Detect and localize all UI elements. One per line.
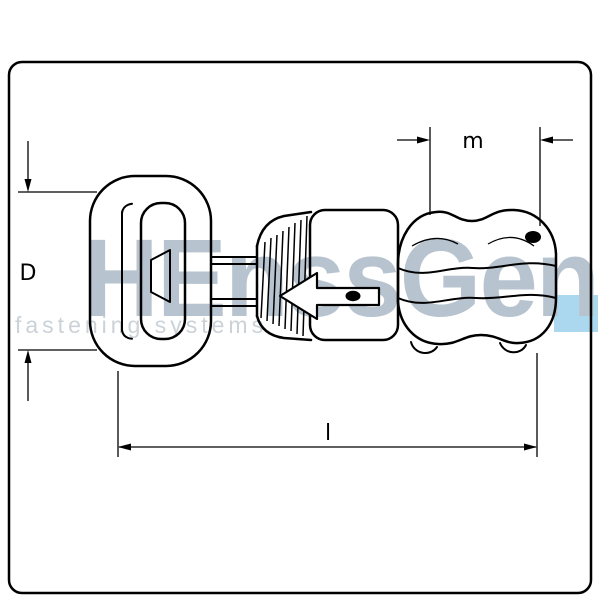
eye-outer-outline (88, 174, 213, 368)
left-arrow-outline (278, 271, 381, 321)
dim-label-D: D (20, 261, 37, 286)
knurled-collar (255, 210, 313, 342)
eye-inner-opening (139, 201, 187, 341)
connector-shaft (210, 256, 258, 307)
eye-cross-section (150, 249, 171, 303)
dim-label-l: l (325, 421, 331, 446)
dim-label-m: m (462, 129, 483, 154)
left-arrow-icon (278, 271, 381, 321)
rivet-dot (345, 290, 361, 302)
dimension-l: l (117, 353, 538, 457)
drawing-frame (7, 60, 593, 595)
rope-clamp (396, 208, 558, 354)
swivel-eye (88, 174, 213, 368)
dimension-m: m (397, 127, 573, 226)
watermark-tagline: fastening systems (15, 312, 267, 338)
dimension-D: D (18, 141, 97, 401)
clamp-pin-dot (525, 231, 541, 243)
